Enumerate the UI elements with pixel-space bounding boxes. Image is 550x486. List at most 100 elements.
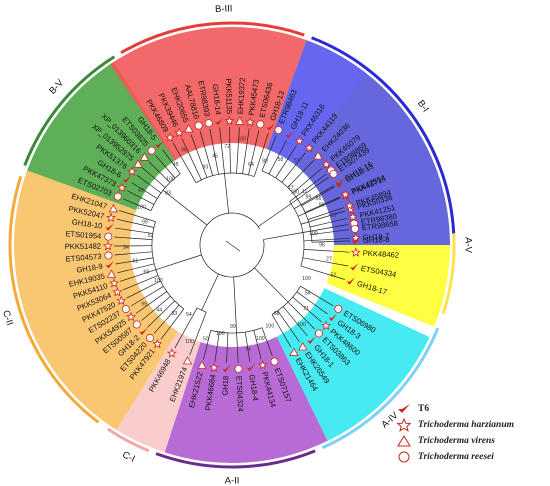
leaf-branch	[209, 129, 215, 151]
bootstrap-value: 54	[305, 291, 311, 297]
leaf-branch	[140, 231, 153, 234]
star-icon	[166, 348, 177, 358]
leaf-branch	[253, 130, 260, 152]
bootstrap-value: 100	[154, 278, 163, 284]
leaf-branch	[311, 302, 328, 315]
clade-arc-c-ii	[8, 175, 100, 424]
bootstrap-value: 100	[302, 276, 311, 282]
leaf-branch	[282, 306, 299, 326]
triangle-icon	[396, 435, 412, 447]
leaf-branch	[146, 251, 153, 253]
leaf-label: ETS04324	[234, 376, 245, 412]
leaf-branch	[292, 296, 322, 323]
triangle-icon	[197, 360, 207, 369]
leaf-branch	[122, 281, 142, 291]
clade-arc-b-iii	[120, 21, 305, 55]
bootstrap-value: 33	[172, 311, 178, 317]
bootstrap-value: 17	[288, 185, 294, 191]
leaf-branch	[275, 172, 280, 179]
bootstrap-value: 99	[142, 220, 148, 226]
leaf-branch	[301, 202, 308, 206]
legend-label: Trichoderma harzianum	[418, 420, 514, 430]
star-icon	[257, 359, 268, 370]
star-icon	[350, 247, 361, 257]
clade-name-c-i: C-I	[120, 449, 136, 464]
bootstrap-value: 100	[137, 204, 146, 210]
leaf-branch	[199, 131, 210, 165]
leaf-branch	[242, 161, 245, 174]
leaf-label: GH18-4	[247, 374, 260, 402]
leaf-branch	[248, 151, 255, 175]
leaf-branch	[253, 170, 257, 177]
circle-icon	[350, 224, 359, 233]
bootstrap-value: 100	[266, 324, 275, 330]
star-icon	[347, 211, 358, 222]
clade-stem	[162, 189, 208, 226]
leaf-branch	[169, 308, 185, 329]
leaf-branch	[156, 291, 168, 299]
leaf-branch	[244, 331, 247, 338]
leaf-branch	[192, 177, 197, 183]
leaf-branch	[298, 324, 308, 337]
bootstrap-value: 45	[173, 162, 179, 168]
leaf-branch	[280, 329, 292, 348]
leaf-branch	[304, 204, 322, 213]
triangle-icon	[235, 116, 245, 125]
leaf-branch	[213, 150, 219, 175]
clade-name-c-ii: C-II	[0, 309, 15, 327]
leaf-branch	[229, 127, 231, 156]
clade-stem	[233, 276, 237, 333]
triangle-icon	[182, 355, 193, 365]
leaf-markers	[102, 115, 361, 373]
star-icon	[350, 232, 361, 243]
leaf-branch	[160, 327, 170, 340]
bootstrap-value: 99	[230, 324, 236, 330]
leaf-branch	[301, 168, 322, 186]
clade-arc-a-ii	[155, 449, 316, 469]
bootstrap-value: 100	[297, 322, 306, 328]
leaf-branch	[136, 174, 157, 190]
bootstrap-value: 68	[274, 311, 280, 317]
legend-item-reesei: Trichoderma reesei	[396, 450, 546, 464]
leaf-branch	[237, 350, 239, 363]
leaf-branch	[271, 314, 282, 331]
leaf-branch	[136, 185, 158, 199]
leaf-label: PKK48462	[362, 249, 399, 260]
tick-icon	[350, 263, 359, 271]
tick-icon	[328, 313, 338, 322]
circle-icon	[104, 232, 113, 241]
leaf-branch	[166, 168, 176, 179]
tick-icon	[215, 117, 224, 126]
leaf-branch	[114, 236, 153, 240]
leaf-branch	[190, 134, 208, 178]
leaf-branch	[277, 310, 282, 316]
leaf-branch	[114, 251, 147, 256]
bootstrap-value: 88	[262, 158, 268, 164]
bootstrap-value: 58	[277, 157, 283, 163]
star-icon	[344, 200, 355, 210]
star-icon	[294, 135, 305, 146]
star-icon	[396, 418, 412, 432]
leaf-branch	[297, 206, 321, 217]
star-icon	[164, 132, 176, 142]
clade-sector-c-ii	[13, 170, 178, 430]
leaf-branch	[117, 266, 143, 274]
leaf-branch	[142, 167, 152, 177]
circle-icon	[194, 121, 203, 130]
leaf-branch	[226, 332, 229, 363]
bootstrap-value: 52	[148, 233, 154, 239]
leaf-branch	[141, 275, 159, 283]
legend-item-harzianum: Trichoderma harzianum	[396, 418, 546, 432]
tick-icon	[139, 327, 148, 336]
leaf-branch	[156, 189, 162, 194]
bootstrap-value: 99	[141, 301, 147, 307]
circle-icon	[113, 192, 122, 201]
bootstrap-value: 94	[123, 245, 129, 251]
leaf-branch	[245, 337, 251, 362]
leaf-branch	[265, 338, 273, 357]
backbone-arc	[226, 212, 261, 230]
tick-icon	[105, 223, 114, 231]
leaf-branch	[148, 161, 171, 183]
leaf-branch	[302, 229, 321, 233]
leaf-branch	[321, 196, 340, 206]
